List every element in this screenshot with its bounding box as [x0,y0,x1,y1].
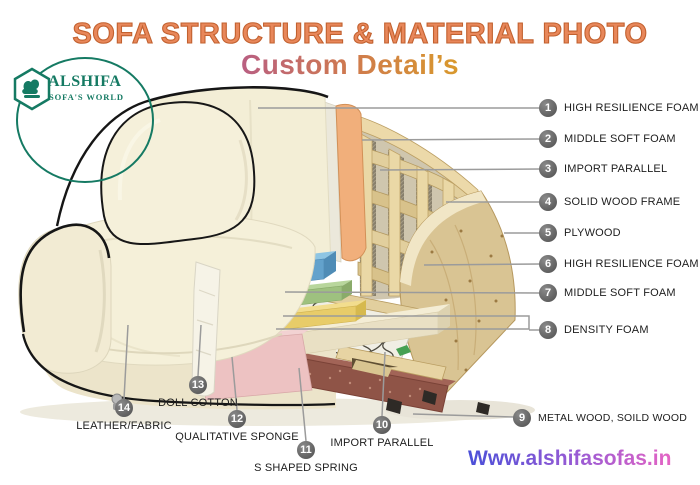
callout-12-label: QUALITATIVE SPONGE [175,431,299,443]
callout-1-badge: 1 [539,99,557,117]
callout-7: 7 MIDDLE SOFT FOAM [539,284,676,302]
page-title: SOFA STRUCTURE & MATERIAL PHOTO [72,17,648,50]
callout-10: 10 IMPORT PARALLEL [292,416,472,449]
callout-12-badge: 12 [228,410,246,428]
brand-logo: ALSHIFA SOFA'S WORLD [13,57,154,183]
callout-9-label: METAL WOOD, SOILD WOOD [538,412,688,424]
callout-8: 8 DENSITY FOAM [539,321,649,339]
sofa-feet [386,390,490,415]
callout-12: 12 QUALITATIVE SPONGE [147,410,327,443]
callout-2-badge: 2 [539,130,557,148]
callout-1-label: HIGH RESILIENCE FOAM [564,102,699,114]
callout-2-label: MIDDLE SOFT FOAM [564,133,676,145]
callout-11-badge: 11 [297,441,315,459]
callout-11: 11 S SHAPED SPRING [216,441,396,474]
callout-8-badge: 8 [539,321,557,339]
callout-7-badge: 7 [539,284,557,302]
callout-9: 9 METAL WOOD, SOILD WOOD [513,409,687,427]
page-subtitle: Custom Detail’s [240,49,460,80]
armrest [18,223,112,374]
website-url: Www.alshifasofas.in [468,447,672,470]
callout-3: 3 IMPORT PARALLEL [539,160,667,178]
callout-5: 5 PLYWOOD [539,224,621,242]
callout-13-badge: 13 [189,376,207,394]
callout-14-label: LEATHER/FABRIC [76,420,172,432]
piping-arm [19,223,111,333]
callout-10-label: IMPORT PARALLEL [330,437,434,449]
brand-name: ALSHIFA [48,73,122,90]
callout-8-label: DENSITY FOAM [564,324,649,336]
callout-14: 14 LEATHER/FABRIC [34,399,214,432]
webbing-clip [396,345,411,356]
piping-top [147,86,329,103]
callout-5-badge: 5 [539,224,557,242]
callout-6-badge: 6 [539,255,557,273]
callout-10-badge: 10 [373,416,391,434]
plywood-side-panel [399,190,516,407]
callout-11-label: S SHAPED SPRING [254,462,358,474]
callout-4-label: SOLID WOOD FRAME [564,196,681,208]
callout-4: 4 SOLID WOOD FRAME [539,193,680,211]
armchair-icon [13,67,51,111]
callout-5-label: PLYWOOD [564,227,621,239]
callout-7-label: MIDDLE SOFT FOAM [564,287,676,299]
callout-9-badge: 9 [513,409,531,427]
callout-6-label: HIGH RESILIENCE FOAM [564,258,699,270]
callout-2: 2 MIDDLE SOFT FOAM [539,130,676,148]
callout-13-label: DOLL COTTON [158,397,238,409]
brand-tagline: SOFA'S WORLD [49,92,124,102]
callout-1: 1 HIGH RESILIENCE FOAM [539,99,699,117]
callout-3-label: IMPORT PARALLEL [564,163,668,175]
callout-14-badge: 14 [115,399,133,417]
callout-3-badge: 3 [539,160,557,178]
callout-6: 6 HIGH RESILIENCE FOAM [539,255,699,273]
callout-13: 13 DOLL COTTON [108,376,288,409]
callout-4-badge: 4 [539,193,557,211]
